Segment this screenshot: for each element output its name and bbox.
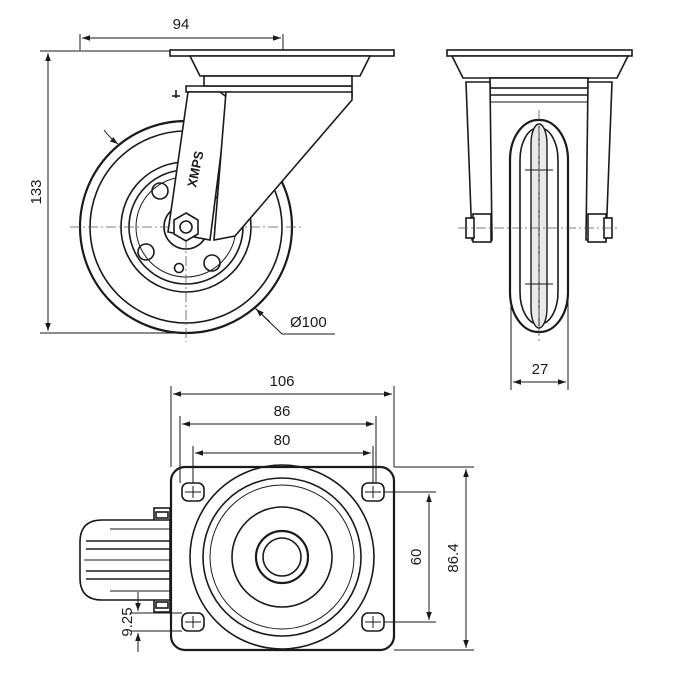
dimension-plate-depth: 86 <box>179 403 377 483</box>
svg-text:80: 80 <box>274 432 291 449</box>
dimension-plate-height: 86.4 <box>394 466 474 651</box>
svg-text:27: 27 <box>532 361 549 378</box>
swivel-race <box>189 464 375 650</box>
plan-top-plate <box>169 465 396 652</box>
dimension-top-offset: 94 <box>79 16 284 50</box>
front-view: 27 <box>446 49 633 390</box>
side-view-fork <box>167 85 353 241</box>
dimension-hole-diameter: 9.25 <box>119 592 182 652</box>
svg-text:9.25: 9.25 <box>119 607 136 636</box>
svg-text:Ø100: Ø100 <box>290 314 327 331</box>
svg-text:86.4: 86.4 <box>445 543 462 572</box>
dimension-total-height: 133 <box>28 50 186 334</box>
side-view-top-plate <box>169 49 395 87</box>
svg-text:133: 133 <box>28 179 45 204</box>
axle-nut <box>173 212 199 242</box>
plan-view: 106 86 80 60 86.4 <box>79 373 474 652</box>
svg-text:106: 106 <box>269 373 294 390</box>
dimension-wheel-diameter: Ø100 <box>103 129 335 335</box>
dimension-wheel-width: 27 <box>510 300 569 390</box>
dimension-plate-width: 106 <box>170 373 395 467</box>
svg-text:86: 86 <box>274 403 291 420</box>
plan-view-wheel-profile <box>79 507 171 613</box>
dimension-hole-spacing-y: 60 <box>384 491 436 623</box>
dimension-hole-spacing-x: 80 <box>192 432 374 483</box>
svg-text:60: 60 <box>408 549 425 566</box>
side-view: XMPS 94 133 Ø100 <box>28 16 395 342</box>
fork-leg-left <box>465 81 493 241</box>
svg-text:94: 94 <box>173 16 190 33</box>
